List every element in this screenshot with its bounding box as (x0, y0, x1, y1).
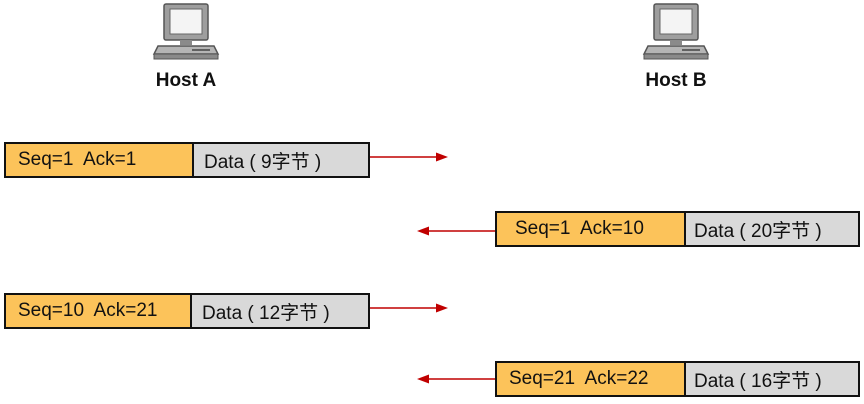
packet-seq-ack: Seq=10 Ack=21 (6, 295, 192, 327)
host-a-label: Host A (155, 70, 217, 91)
packet-1: Seq=1 Ack=1 Data ( 9字节 ) (4, 142, 370, 178)
packet-data: Data ( 20字节 ) (686, 213, 858, 245)
packet-data: Data ( 16字节 ) (686, 363, 858, 395)
host-b: Host B (616, 2, 736, 92)
arrow-right (370, 152, 448, 162)
packet-seq-ack: Seq=1 Ack=1 (6, 144, 194, 176)
host-a: Host A (126, 2, 246, 92)
packet-2: Seq=1 Ack=10 Data ( 20字节 ) (495, 211, 860, 247)
packet-3: Seq=10 Ack=21 Data ( 12字节 ) (4, 293, 370, 329)
arrow-right (370, 303, 448, 313)
packet-seq-ack: Seq=21 Ack=22 (497, 363, 686, 395)
host-b-label: Host B (645, 70, 707, 91)
computer-icon (642, 3, 710, 60)
arrow-left (417, 226, 495, 236)
packet-data: Data ( 12字节 ) (192, 295, 368, 327)
packet-4: Seq=21 Ack=22 Data ( 16字节 ) (495, 361, 860, 397)
packet-seq-ack: Seq=1 Ack=10 (497, 213, 686, 245)
arrow-left (417, 374, 495, 384)
computer-icon (152, 3, 220, 60)
packet-data: Data ( 9字节 ) (194, 144, 368, 176)
